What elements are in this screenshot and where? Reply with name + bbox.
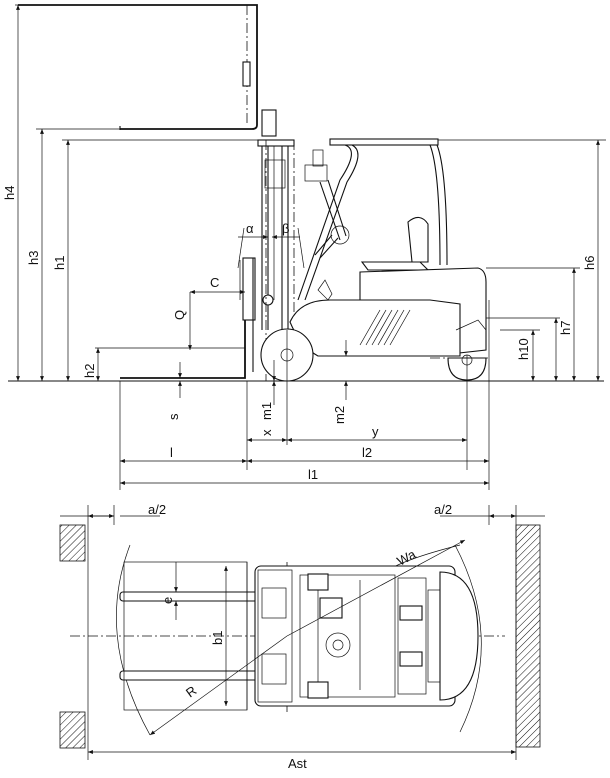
truck-top-outline xyxy=(254,565,479,707)
carriage-plate xyxy=(242,257,256,321)
label-Ast: Ast xyxy=(288,756,307,771)
label-h6: h6 xyxy=(582,256,597,270)
wall-hatch-right xyxy=(515,524,541,748)
label-Q: Q xyxy=(172,310,187,320)
overhead-guard xyxy=(297,138,448,301)
fork-left xyxy=(119,591,261,602)
turning-arc-left xyxy=(116,544,151,736)
label-h10: h10 xyxy=(516,338,531,360)
label-h1: h1 xyxy=(52,256,67,270)
label-h7: h7 xyxy=(558,321,573,335)
label-l: l xyxy=(170,445,173,460)
label-R: R xyxy=(183,683,199,701)
label-beta: β xyxy=(282,221,289,236)
seat xyxy=(360,216,430,271)
raised-fork xyxy=(18,4,258,130)
wall-hatch-top-left xyxy=(59,524,86,562)
label-h4: h4 xyxy=(2,186,17,200)
label-y: y xyxy=(372,424,379,439)
label-a2-left: a/2 xyxy=(148,502,166,517)
label-e: e xyxy=(160,597,175,604)
turning-arc-right xyxy=(454,544,482,733)
label-l1: l1 xyxy=(308,467,318,482)
label-m1: m1 xyxy=(259,402,274,420)
label-Wa: Wa xyxy=(394,546,419,569)
steering-column xyxy=(304,149,350,301)
side-view xyxy=(8,4,606,490)
wa-line xyxy=(286,539,466,637)
label-x: x xyxy=(259,429,274,436)
label-a2-right: a/2 xyxy=(434,502,452,517)
label-h3: h3 xyxy=(26,251,41,265)
load-backrest-top xyxy=(261,109,277,137)
label-s: s xyxy=(166,413,181,420)
lowered-fork xyxy=(120,312,246,379)
label-h2: h2 xyxy=(82,364,97,378)
raised-carriage-slot xyxy=(242,61,251,87)
label-m2: m2 xyxy=(332,406,347,424)
label-l2: l2 xyxy=(362,445,372,460)
label-b1: b1 xyxy=(210,631,225,645)
top-view xyxy=(59,505,545,760)
fork-right xyxy=(119,670,261,681)
wall-hatch-bottom-left xyxy=(59,711,86,749)
label-alpha: α xyxy=(246,221,254,236)
radius-line xyxy=(149,635,288,736)
label-C: C xyxy=(210,275,219,290)
truck-body xyxy=(289,267,488,359)
